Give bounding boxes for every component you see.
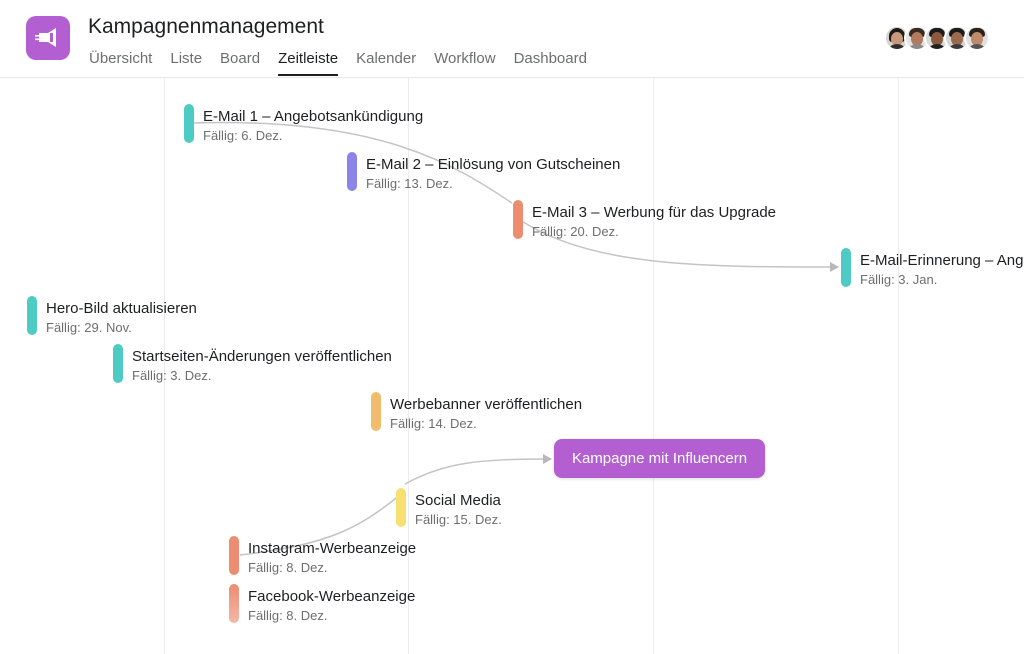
task-name: E-Mail-Erinnerung – Angebotsende — [860, 252, 1024, 269]
project-title: Kampagnenmanagement — [88, 15, 324, 38]
tab-workflow[interactable]: Workflow — [434, 50, 496, 67]
task-name: E-Mail 2 – Einlösung von Gutscheinen — [366, 156, 621, 173]
milestone-influencer-campaign[interactable]: Kampagne mit Influencern — [554, 439, 765, 478]
task-due-date: Fällig: 3. Jan. — [860, 272, 938, 287]
task-due-date: Fällig: 8. Dez. — [248, 608, 328, 623]
task-bar[interactable] — [841, 248, 851, 287]
milestone-label: Kampagne mit Influencern — [571, 450, 748, 467]
task-name: Social Media — [415, 492, 501, 509]
member-avatars[interactable] — [884, 25, 990, 51]
dependency-arrow — [516, 217, 839, 272]
timeline-canvas[interactable]: E-Mail 1 – Angebotsankündigung Fällig: 6… — [0, 77, 1024, 654]
task-name: E-Mail 1 – Angebotsankündigung — [203, 108, 424, 125]
task-bar[interactable] — [27, 296, 37, 335]
task-name: E-Mail 3 – Werbung für das Upgrade — [532, 204, 777, 221]
dependency-arrow — [192, 121, 513, 204]
tab-calendar[interactable]: Kalender — [356, 50, 417, 67]
task-name: Facebook-Werbeanzeige — [248, 588, 416, 605]
task-due-date: Fällig: 29. Nov. — [46, 320, 132, 335]
tab-list[interactable]: Liste — [170, 50, 203, 67]
task-due-date: Fällig: 6. Dez. — [203, 128, 283, 143]
tab-overview[interactable]: Übersicht — [89, 50, 153, 67]
task-due-date: Fällig: 14. Dez. — [390, 416, 477, 431]
task-due-date: Fällig: 3. Dez. — [132, 368, 212, 383]
task-due-date: Fällig: 15. Dez. — [415, 512, 502, 527]
task-bar[interactable] — [513, 200, 523, 239]
task-bar[interactable] — [113, 344, 123, 383]
grid-line — [164, 77, 165, 654]
tab-board[interactable]: Board — [220, 50, 261, 67]
grid-line — [408, 77, 409, 654]
grid-line — [653, 77, 654, 654]
task-name: Instagram-Werbeanzeige — [248, 540, 417, 557]
dependency-arrow — [404, 454, 552, 485]
dependency-arrow — [239, 494, 401, 556]
task-due-date: Fällig: 20. Dez. — [532, 224, 619, 239]
task-due-date: Fällig: 13. Dez. — [366, 176, 453, 191]
avatar[interactable] — [964, 25, 990, 51]
project-header: Kampagnenmanagement Übersicht Liste Boar… — [0, 0, 1024, 78]
task-bar[interactable] — [229, 536, 239, 575]
task-bar[interactable] — [347, 152, 357, 191]
tab-dashboard[interactable]: Dashboard — [513, 50, 587, 67]
task-bar[interactable] — [396, 488, 406, 527]
task-bar[interactable] — [371, 392, 381, 431]
grid-line — [898, 77, 899, 654]
task-bar[interactable] — [229, 584, 239, 623]
task-bar[interactable] — [184, 104, 194, 143]
view-tabs: Übersicht Liste Board Zeitleiste Kalende… — [89, 50, 605, 76]
megaphone-icon[interactable] — [26, 16, 70, 60]
task-name: Werbebanner veröffentlichen — [390, 396, 583, 413]
dependency-lines — [192, 121, 839, 556]
task-name: Startseiten-Änderungen veröffentlichen — [132, 348, 392, 365]
tab-timeline[interactable]: Zeitleiste — [278, 50, 339, 76]
task-due-date: Fällig: 8. Dez. — [248, 560, 328, 575]
task-name: Hero-Bild aktualisieren — [46, 300, 197, 317]
